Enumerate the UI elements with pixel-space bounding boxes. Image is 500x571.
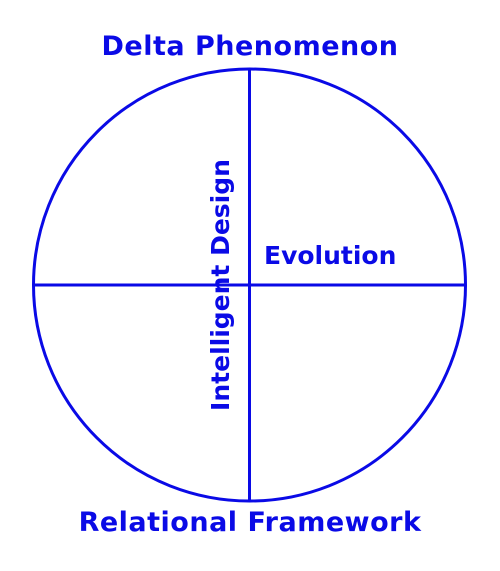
- bottom-label: Relational Framework: [78, 507, 422, 538]
- evolution-label: Evolution: [264, 241, 397, 270]
- intelligent-design-label: Intelligent Design: [206, 159, 235, 411]
- top-label: Delta Phenomenon: [101, 31, 399, 62]
